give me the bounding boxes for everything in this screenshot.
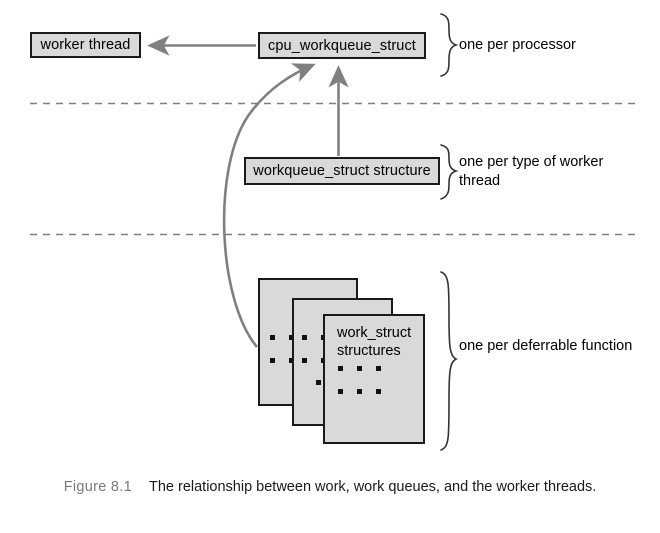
dot [270, 335, 275, 340]
brace-tier-1 [440, 13, 459, 77]
dot-row [338, 366, 381, 371]
dot [357, 389, 362, 394]
work-struct-label-line1: work_struct [337, 325, 412, 341]
annotation-one-per-type-of-worker-thread: one per type of worker thread [459, 154, 604, 189]
dot [338, 366, 343, 371]
figure-caption-text: The relationship between work, work queu… [148, 479, 597, 495]
dot [289, 358, 294, 363]
brace-tier-3 [440, 271, 458, 451]
dot [316, 380, 321, 385]
dot [357, 366, 362, 371]
dot [376, 389, 381, 394]
figure-caption: Figure 8.1 The relationship between work,… [0, 476, 660, 499]
dot [302, 358, 307, 363]
annotation-one-per-deferrable-function: one per deferrable function [459, 338, 633, 354]
figure-number: Figure 8.1 [63, 479, 132, 495]
box-workqueue-struct: workqueue_struct structure [244, 157, 440, 185]
dot [376, 366, 381, 371]
dot [270, 358, 275, 363]
dot [302, 335, 307, 340]
box-workqueue-struct-label: workqueue_struct structure [253, 163, 431, 179]
box-worker-thread: worker thread [30, 32, 141, 58]
dot-row [338, 389, 381, 394]
annotation-one-per-processor: one per processor [459, 37, 576, 53]
box-worker-thread-label: worker thread [40, 37, 131, 53]
box-cpu-workqueue-struct-label: cpu_workqueue_struct [268, 37, 416, 54]
brace-tier-2 [440, 144, 459, 200]
work-struct-label-line2: structures [337, 343, 401, 359]
dot [338, 389, 343, 394]
work-struct-label: work_struct structures [337, 324, 411, 360]
work-struct-sheet-front: work_struct structures [323, 314, 425, 444]
box-cpu-workqueue-struct: cpu_workqueue_struct [258, 32, 426, 59]
